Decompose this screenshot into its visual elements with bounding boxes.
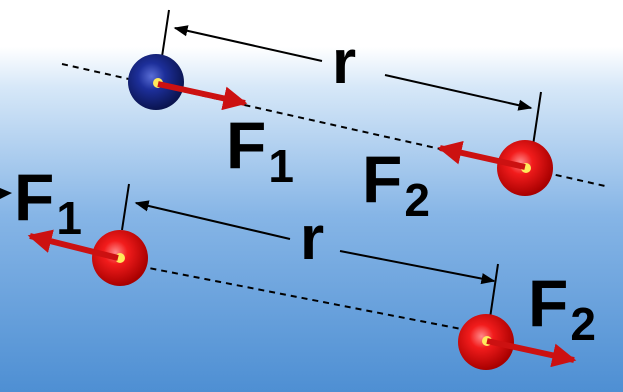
force-subscript: 1 bbox=[56, 192, 82, 244]
force-arrow-bottom-f1 bbox=[27, 229, 119, 261]
top-separation-label: r bbox=[332, 28, 357, 97]
pair-bottom bbox=[27, 183, 577, 370]
force-arrow-bottom-f2 bbox=[486, 338, 577, 368]
bottom-axis-line bbox=[117, 261, 493, 336]
bottom-dimension-arrow-left bbox=[134, 200, 291, 240]
arrowhead-fragment bbox=[0, 188, 12, 199]
force-subscript: 2 bbox=[404, 174, 430, 226]
top-force-label-f1: F1 bbox=[226, 112, 294, 189]
top-dimension-arrow-right bbox=[384, 74, 533, 111]
force-subscript: 2 bbox=[570, 298, 596, 350]
bottom-dimension-tick-right bbox=[489, 263, 499, 319]
bottom-force-label-f2: F2 bbox=[528, 270, 596, 347]
top-force-label-f2: F2 bbox=[362, 146, 430, 223]
top-dimension-arrow-left bbox=[173, 25, 323, 62]
force-symbol: F bbox=[14, 160, 55, 234]
bottom-dimension-tick-left bbox=[121, 183, 130, 231]
bottom-force-label-f1: F1 bbox=[14, 164, 82, 241]
bottom-dimension-arrow-right bbox=[339, 250, 496, 285]
force-symbol: F bbox=[362, 142, 403, 216]
force-arrow-top-f2 bbox=[437, 141, 526, 170]
bottom-separation-label: r bbox=[300, 204, 325, 273]
force-symbol: F bbox=[226, 108, 267, 182]
pair-top bbox=[61, 9, 606, 196]
force-arrow-top-f1 bbox=[157, 81, 248, 111]
force-subscript: 1 bbox=[268, 140, 294, 192]
force-symbol: F bbox=[528, 266, 569, 340]
